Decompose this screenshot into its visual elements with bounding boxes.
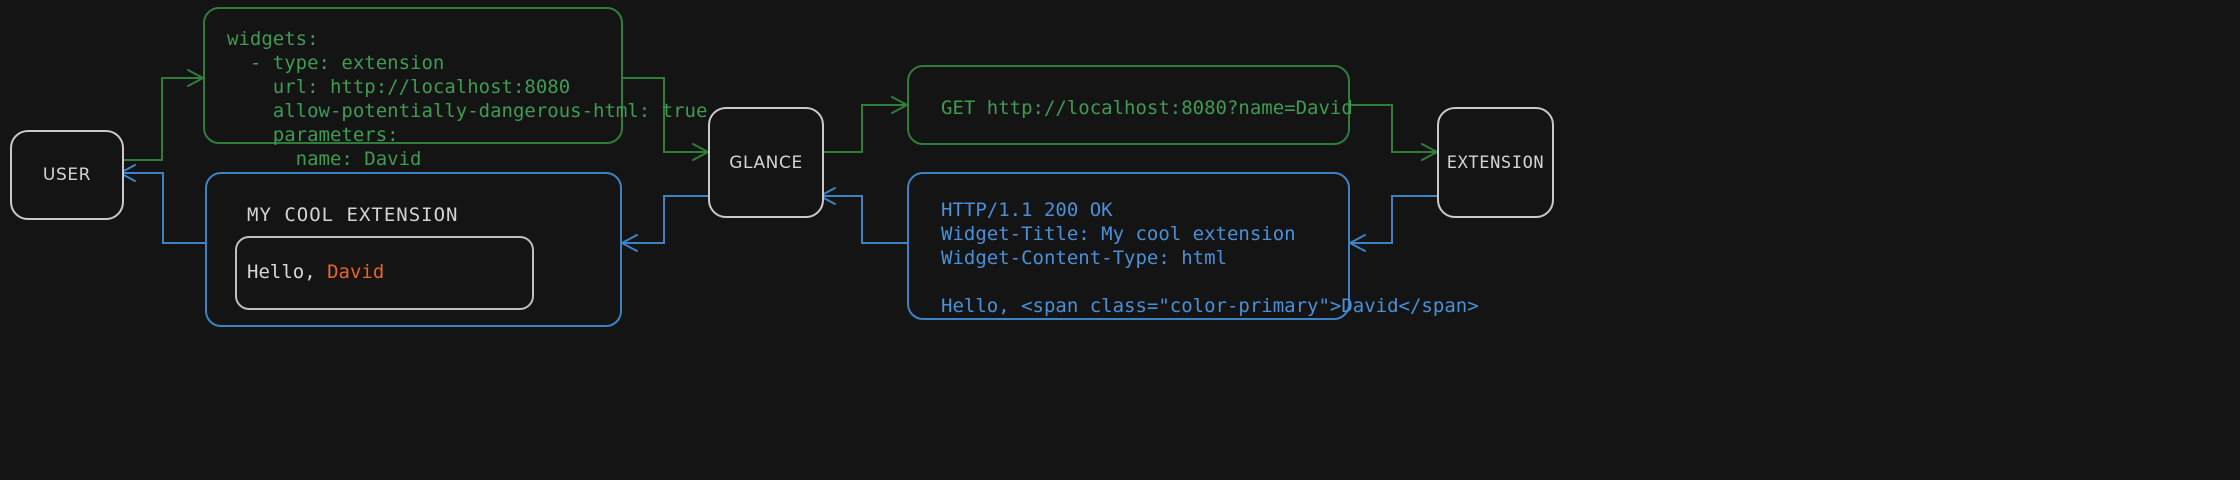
node-extension[interactable]: EXTENSION	[1437, 107, 1554, 218]
widget-preview-title: MY COOL EXTENSION	[247, 204, 459, 226]
panel-widget-preview: MY COOL EXTENSION Hello, David	[205, 172, 622, 327]
widget-preview-body-accent: David	[327, 261, 385, 283]
http-request-text: GET http://localhost:8080?name=David	[941, 97, 1353, 119]
widget-preview-card	[235, 236, 534, 310]
config-yaml-text: widgets: - type: extension url: http://l…	[227, 28, 708, 170]
wire-request-to-extension	[1350, 104, 1440, 161]
http-response-text: HTTP/1.1 200 OK Widget-Title: My cool ex…	[941, 199, 1479, 317]
wire-user-to-config	[120, 69, 206, 161]
wire-glance-to-request	[820, 96, 910, 153]
panel-http-response: HTTP/1.1 200 OK Widget-Title: My cool ex…	[907, 172, 1479, 320]
widget-preview-body: Hello, David	[247, 261, 384, 283]
widget-preview-body-prefix: Hello,	[247, 261, 328, 283]
node-glance-label: GLANCE	[729, 152, 803, 173]
node-extension-label: EXTENSION	[1446, 152, 1545, 173]
node-user-label: USER	[42, 165, 92, 185]
panel-config-yaml: widgets: - type: extension url: http://l…	[203, 7, 707, 170]
wire-response-to-glance	[817, 187, 907, 244]
node-user[interactable]: USER	[10, 130, 124, 220]
wire-glance-to-widget	[619, 195, 708, 252]
wire-extension-to-response	[1347, 195, 1437, 252]
wire-widget-to-user	[117, 164, 205, 244]
node-glance[interactable]: GLANCE	[708, 107, 824, 218]
panel-http-request: GET http://localhost:8080?name=David	[907, 65, 1353, 145]
